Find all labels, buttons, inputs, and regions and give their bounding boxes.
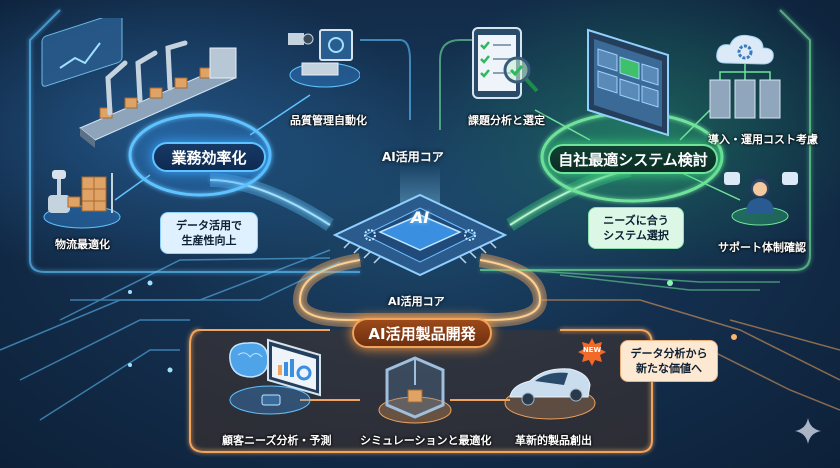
bubble-line-1: ニーズに合う bbox=[603, 214, 669, 227]
section-title-system: 自社最適システム検討 bbox=[548, 144, 718, 174]
forklift-boxes-icon bbox=[43, 170, 121, 229]
speech-bubble-system: ニーズに合う システム選択 bbox=[588, 207, 684, 249]
ai-chip-icon bbox=[332, 193, 508, 277]
brain-analytics-icon bbox=[229, 338, 321, 415]
bubble-line-2: 生産性向上 bbox=[181, 234, 237, 247]
camera-inspection-icon bbox=[288, 29, 360, 88]
item-label-cost: 導入・運用コスト考慮 bbox=[708, 133, 818, 146]
bubble-line-2: システム選択 bbox=[603, 229, 669, 242]
speech-bubble-efficiency: データ活用で 生産性向上 bbox=[160, 212, 258, 254]
tablet-dashboard-icon bbox=[587, 28, 669, 137]
new-badge-icon bbox=[578, 338, 606, 366]
bubble-line-1: データ分析から bbox=[630, 347, 708, 360]
item-label-logistics: 物流最適化 bbox=[55, 238, 110, 251]
item-label-quality-control: 品質管理自動化 bbox=[290, 114, 367, 127]
core-title-bottom: AI活用コア bbox=[388, 295, 445, 308]
3d-printer-icon bbox=[378, 356, 452, 424]
car-icon bbox=[504, 368, 596, 420]
item-label-customer-needs: 顧客ニーズ分析・予測 bbox=[222, 434, 332, 447]
section-title-product: AI活用製品開発 bbox=[352, 318, 492, 348]
cloud-servers-icon bbox=[709, 34, 781, 119]
bubble-line-1: データ活用で bbox=[176, 219, 242, 232]
sparkle-icon bbox=[795, 418, 821, 444]
item-label-innovative-product: 革新的製品創出 bbox=[515, 434, 592, 447]
robot-arm-conveyor-icon bbox=[41, 18, 237, 148]
chip-label: AI bbox=[410, 208, 430, 227]
section-title-efficiency: 業務効率化 bbox=[152, 142, 266, 172]
bubble-line-2: 新たな価値へ bbox=[636, 362, 702, 375]
core-title-top: AI活用コア bbox=[382, 150, 444, 164]
support-operator-icon bbox=[724, 172, 798, 226]
item-label-issue-analysis: 課題分析と選定 bbox=[468, 114, 545, 127]
checklist-magnifier-icon bbox=[472, 27, 539, 99]
new-badge-label: NEW bbox=[582, 346, 602, 354]
item-label-simulation: シミュレーションと最適化 bbox=[360, 434, 492, 447]
speech-bubble-product: データ分析から 新たな価値へ bbox=[620, 340, 718, 382]
item-label-support: サポート体制確認 bbox=[718, 241, 806, 254]
